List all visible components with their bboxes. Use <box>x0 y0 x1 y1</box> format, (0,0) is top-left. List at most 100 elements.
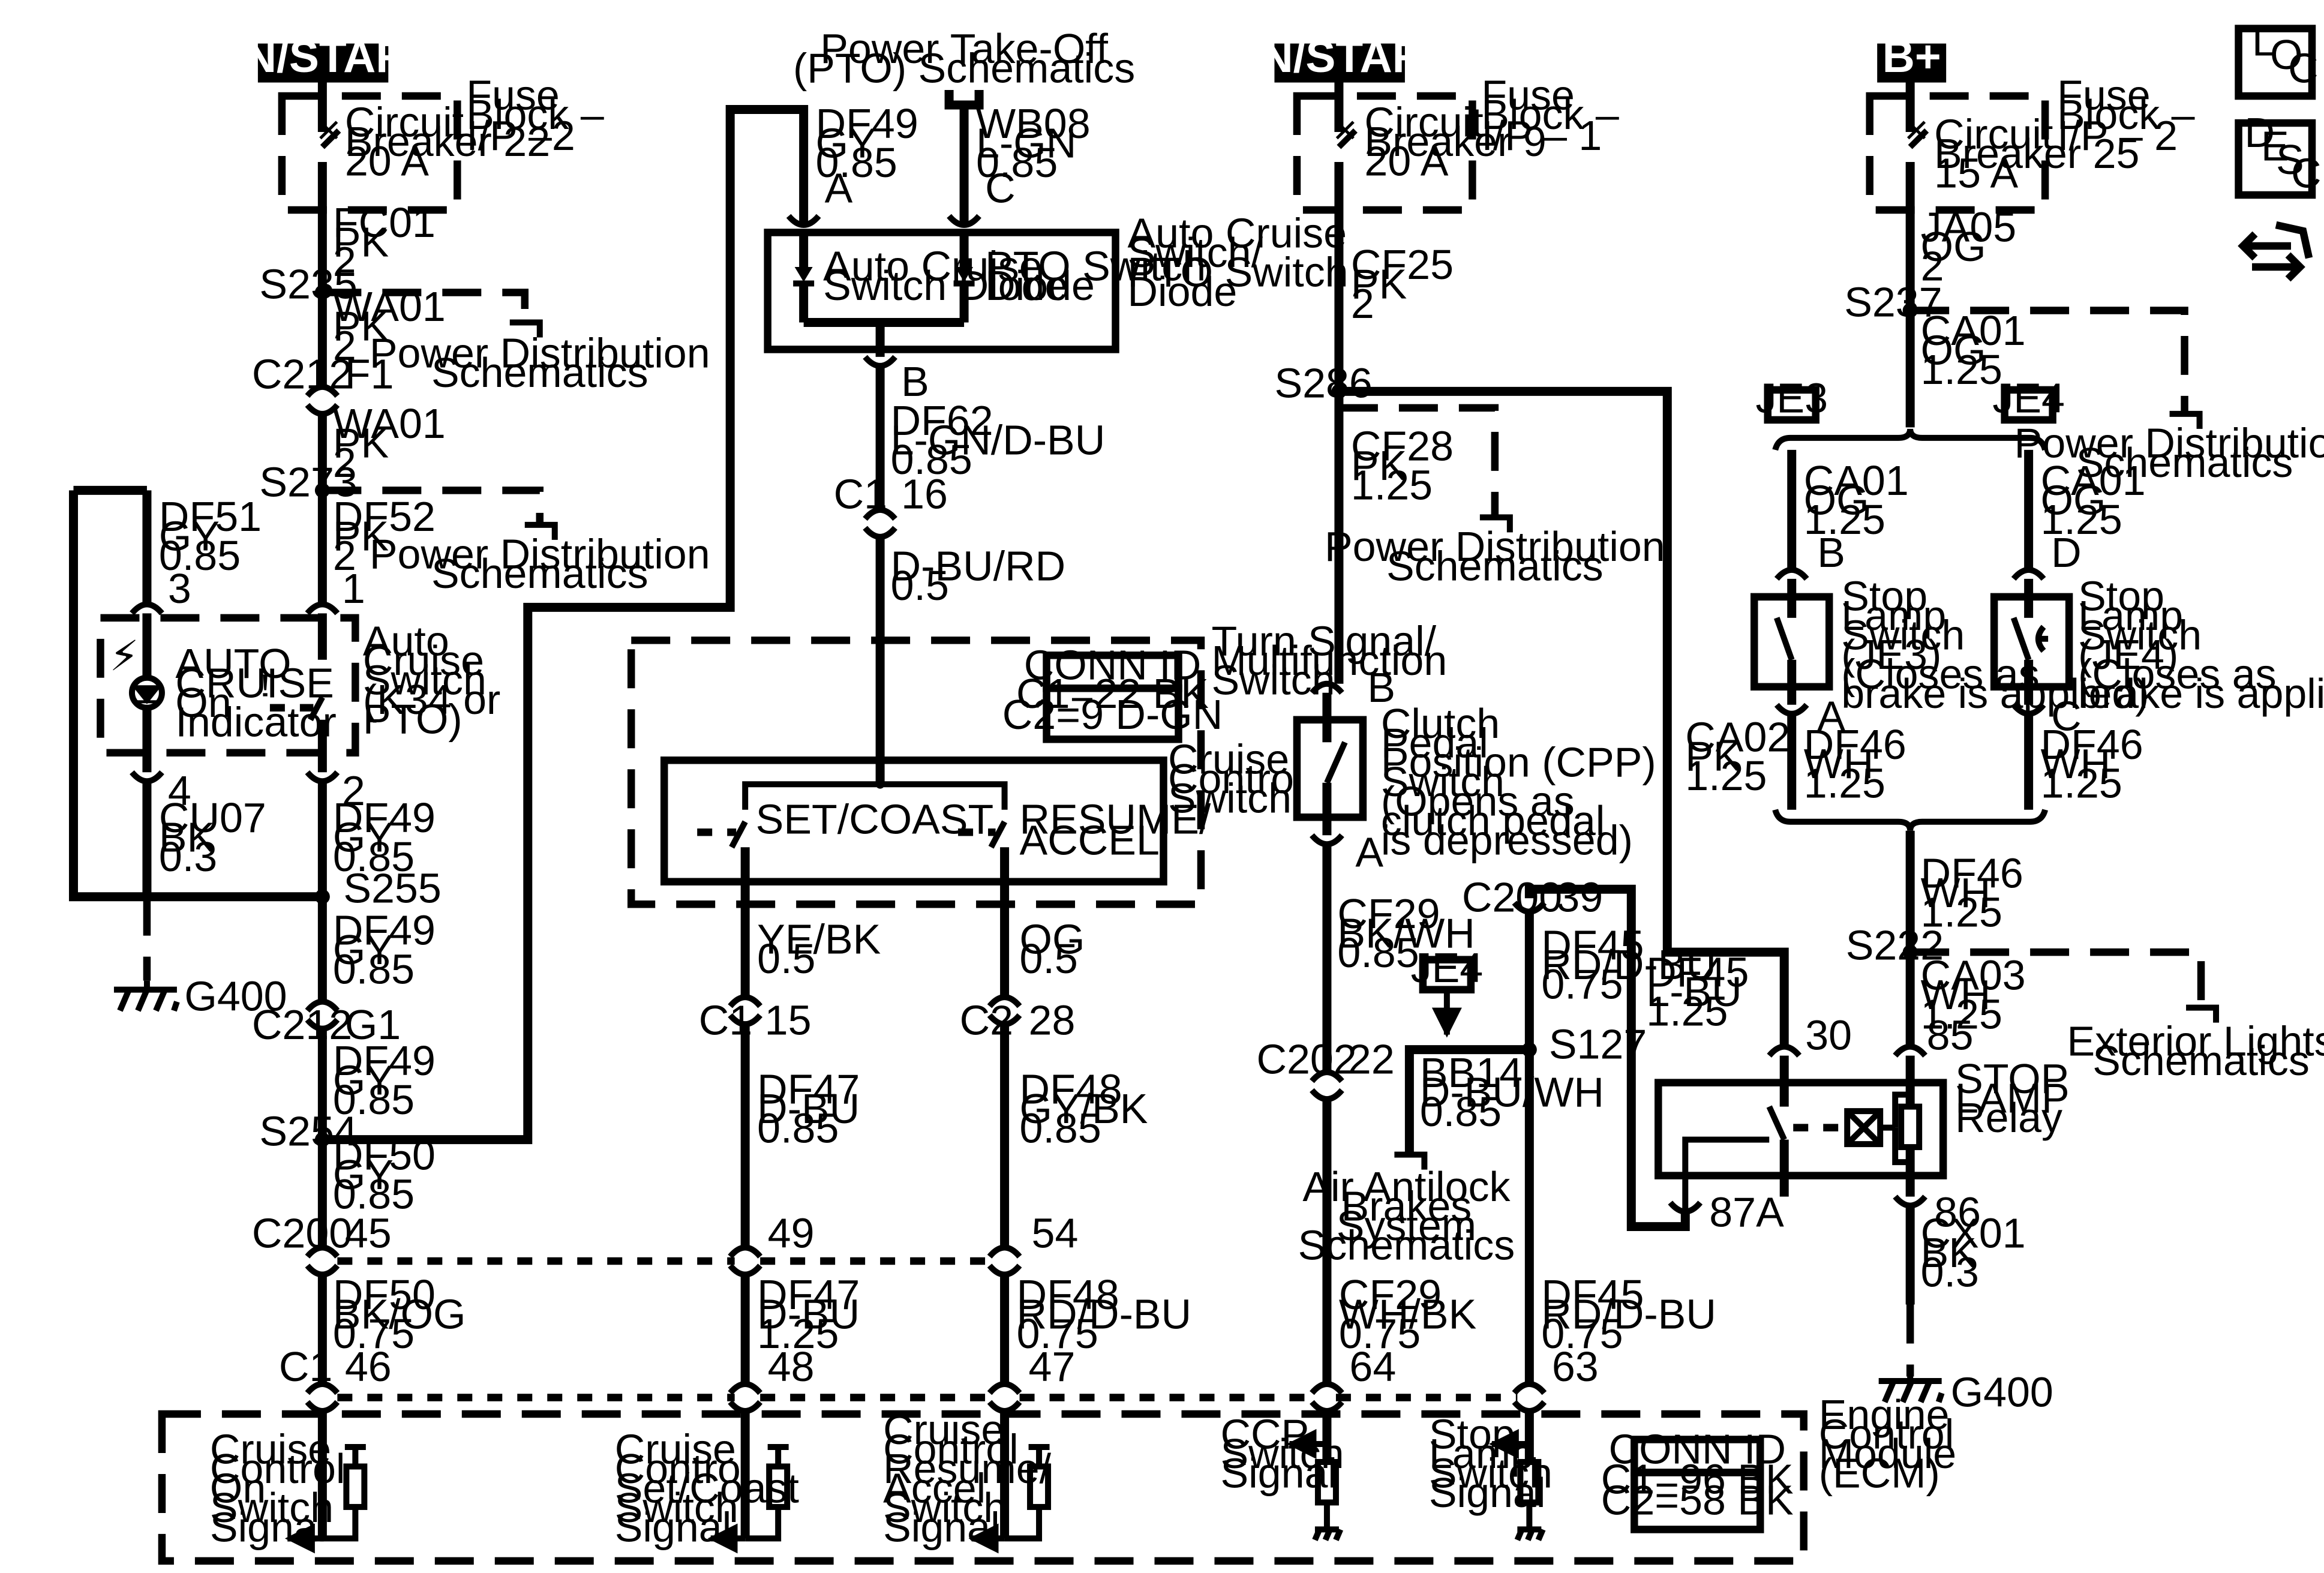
wire-label-cf28: CF28 PK 1.25 <box>1351 422 1454 508</box>
connector-c1-63[interactable] <box>1512 1381 1547 1395</box>
connector-c2-28[interactable] <box>987 994 1022 1008</box>
wire-label-df47b: DF47 D-BU 1.25 <box>757 1271 860 1357</box>
pin-B-je3[interactable] <box>1774 567 1809 581</box>
connector-c2-28-b[interactable] <box>987 1013 1022 1027</box>
svg-text:OG: OG <box>1804 476 1869 523</box>
pin-86-relay[interactable] <box>1893 1194 1928 1209</box>
pin-85-relay[interactable] <box>1893 1043 1928 1058</box>
pin-C-je4[interactable] <box>2011 703 2046 717</box>
wire-label-df45c: DF45 RD/D-BU 0.75 <box>1541 1271 1716 1357</box>
connector-c202-22-b[interactable] <box>1310 1088 1344 1102</box>
svg-text:DF46: DF46 <box>1804 721 1906 768</box>
pin-30-relay[interactable] <box>1767 1043 1802 1058</box>
pin-A-je3[interactable] <box>1774 703 1809 717</box>
pin-87a-relay[interactable] <box>1668 1200 1703 1215</box>
wire-df45b[interactable] <box>1524 884 1690 1232</box>
connector-c1-16[interactable] <box>863 507 897 521</box>
stop-lamp-switch-je4-label: Stop Lamp Switch (JE4) (Closes as brake … <box>2078 572 2324 716</box>
connector-c200-49-b[interactable] <box>728 1263 763 1278</box>
je3-switch-blade[interactable] <box>1774 617 1795 661</box>
svg-text:Block –: Block – <box>466 91 604 138</box>
stop-lamp-relay-label: STOP LAMP Relay <box>1955 1055 2070 1141</box>
je4-switch-blade[interactable] <box>2010 617 2032 661</box>
connector-label-c200a: C200 <box>252 1210 352 1257</box>
auto-cruise-switch-label: Auto Cruise Switch (K34 or PTO) <box>363 617 500 742</box>
svg-text:PK: PK <box>333 419 389 466</box>
connector-c202-22[interactable] <box>1310 1069 1344 1083</box>
ref-symbol-1 <box>509 319 543 338</box>
pin-3-connector[interactable] <box>130 601 164 616</box>
pin-B-cpp[interactable] <box>1310 680 1344 695</box>
ecm-box <box>158 1410 1807 1565</box>
loc-icon[interactable]: L O C <box>2235 18 2319 100</box>
svg-text:Switch: Switch <box>615 1484 738 1531</box>
connector-c1-48[interactable] <box>728 1381 763 1395</box>
svg-text:Module: Module <box>1819 1430 1956 1477</box>
connector-c1-15[interactable] <box>728 994 763 1008</box>
pin-A-diode[interactable] <box>786 214 821 228</box>
pin-A-cpp[interactable] <box>1310 833 1344 848</box>
connector-c200-45-b[interactable] <box>305 1263 340 1278</box>
connector-c1-46-b[interactable] <box>305 1400 340 1414</box>
pin-B-cpp-label: B <box>1367 664 1395 711</box>
relay-contact-blade[interactable] <box>1766 1105 1787 1141</box>
pin-4-connector[interactable] <box>130 770 164 785</box>
resume-switch-blade[interactable] <box>988 820 1007 849</box>
svg-text:C1=96 BK: C1=96 BK <box>1601 1455 1794 1502</box>
wire-ca02[interactable] <box>1338 386 1789 1047</box>
svg-text:L-BU: L-BU <box>1646 968 1742 1015</box>
svg-text:0.85: 0.85 <box>1337 929 1419 976</box>
svg-text:L-GN: L-GN <box>976 120 1076 167</box>
svg-text:Schematics: Schematics <box>431 550 648 597</box>
pin-1-connector[interactable] <box>305 601 340 616</box>
connector-c212-g1-b[interactable] <box>305 1017 340 1032</box>
svg-text:Fuse: Fuse <box>466 72 560 119</box>
svg-text:GY: GY <box>333 926 394 973</box>
connector-c1-15-b[interactable] <box>728 1013 763 1027</box>
svg-text:Multifunction: Multifunction <box>1211 637 1447 684</box>
connector-c1-64-b[interactable] <box>1310 1400 1344 1414</box>
svg-text:OG: OG <box>1921 326 1986 373</box>
cpp-switch-label: Clutch Pedal Position (CPP) Switch (Open… <box>1381 700 1656 864</box>
connector-c1-63-b[interactable] <box>1512 1400 1547 1414</box>
pin-D-je4[interactable] <box>2011 567 2046 581</box>
svg-text:Power Distribution: Power Distribution <box>370 329 710 376</box>
pin-C-diode[interactable] <box>947 214 981 228</box>
connector-c1-16-b[interactable] <box>863 526 897 540</box>
svg-text:DF49: DF49 <box>333 794 436 841</box>
svg-text:GY: GY <box>333 814 394 861</box>
svg-text:DF49: DF49 <box>333 907 436 954</box>
connector-c200-49[interactable] <box>728 1244 763 1259</box>
connector-view-icon[interactable] <box>2238 221 2313 282</box>
cpp-switch-blade[interactable] <box>1324 741 1348 784</box>
connector-c200-54-b[interactable] <box>987 1263 1022 1278</box>
pin-C-label: C <box>985 165 1016 212</box>
connector-c200-54[interactable] <box>987 1244 1022 1259</box>
wire-bb14[interactable] <box>1404 1045 1530 1155</box>
set-coast-switch-blade[interactable] <box>729 820 748 849</box>
pin-B-diode[interactable] <box>863 355 897 369</box>
connector-c200-39[interactable] <box>1512 900 1547 915</box>
svg-text:Fuse: Fuse <box>2057 72 2151 119</box>
connector-c1-64[interactable] <box>1310 1381 1344 1395</box>
svg-text:BB14: BB14 <box>1420 1049 1523 1096</box>
svg-text:0.75: 0.75 <box>1017 1310 1098 1357</box>
connector-c200-45[interactable] <box>305 1244 340 1259</box>
wire-wb08[interactable] <box>944 90 984 225</box>
wire-pd-ref-4 <box>1910 307 2188 414</box>
connector-c1-47[interactable] <box>987 1381 1022 1395</box>
connector-c212-f1-b[interactable] <box>305 403 340 417</box>
wire-df49-to-diode[interactable] <box>322 105 809 1145</box>
connector-c1-46[interactable] <box>305 1381 340 1395</box>
connector-c212-f1[interactable] <box>305 384 340 398</box>
svg-text:1.25: 1.25 <box>757 1310 839 1357</box>
pin-2-connector[interactable] <box>305 770 340 785</box>
connector-c1-48-b[interactable] <box>728 1400 763 1414</box>
desc-icon[interactable]: D E S C <box>2235 109 2322 199</box>
pin-A-label: A <box>825 165 853 212</box>
auto-cruise-switch-blade[interactable] <box>307 695 325 722</box>
svg-text:On: On <box>175 679 231 726</box>
connector-c212-g1[interactable] <box>305 998 340 1013</box>
wire-indicator-loop[interactable] <box>68 485 323 902</box>
svg-text:DF62: DF62 <box>891 397 993 444</box>
